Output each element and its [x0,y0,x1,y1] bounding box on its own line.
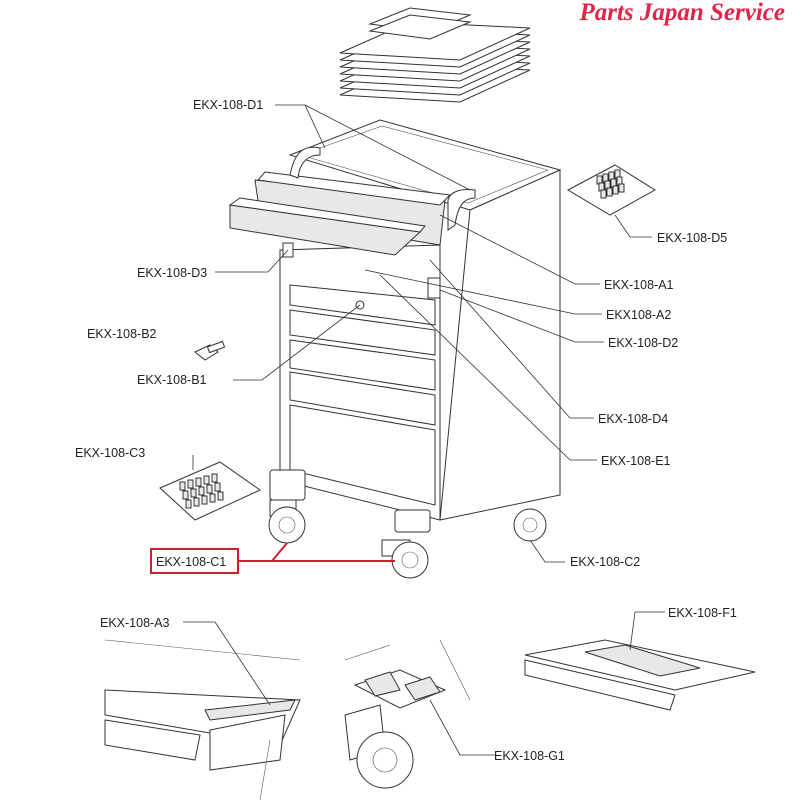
bolt [209,493,216,503]
tool-cabinet [228,119,562,579]
bolt [203,475,210,485]
leader-lines [192,104,652,563]
detail-g1 [344,639,495,789]
bolt-bag-d5 [566,164,656,216]
label-g1: EKX-108-G1 [494,749,565,763]
bolt [187,479,194,489]
bolt [201,495,208,505]
bolt [190,488,197,498]
label-d2: EKX-108-D2 [608,336,678,350]
label-c2: EKX-108-C2 [570,555,640,569]
label-e1: EKX-108-E1 [601,454,671,468]
bolt [195,477,202,487]
bolt [182,490,189,500]
label-b1: EKX-108-B1 [137,373,207,387]
bolt [217,491,224,501]
label-f1: EKX-108-F1 [668,606,737,620]
detail-a3 [104,621,301,800]
label-d5: EKX-108-D5 [657,231,727,245]
drawer-liner-stack [339,7,531,103]
bolt [211,473,218,483]
bolt [193,497,200,507]
bolt [612,185,619,195]
label-c3: EKX-108-C3 [75,446,145,460]
highlight-c1 [150,542,395,574]
label-d4: EKX-108-D4 [598,412,668,426]
label-c1: EKX-108-C1 [156,555,226,569]
label-a3: EKX-108-A3 [100,616,170,630]
bolt [179,481,186,491]
label-b2: EKX-108-B2 [87,327,157,341]
detail-f1 [524,611,756,711]
key-part [194,340,226,361]
bolt [198,486,205,496]
label-a1: EKX-108-A1 [604,278,674,292]
label-a2: EKX108-A2 [606,308,671,322]
brand-watermark: Parts Japan Service [578,0,785,26]
bolt [206,484,213,494]
bolt [214,482,221,492]
bolt [606,187,613,197]
bolt [185,499,192,509]
bolt-bag-c3 [159,461,261,521]
label-d3: EKX-108-D3 [137,266,207,280]
bolt [600,189,607,199]
label-d1: EKX-108-D1 [193,98,263,112]
bolt [618,183,625,193]
